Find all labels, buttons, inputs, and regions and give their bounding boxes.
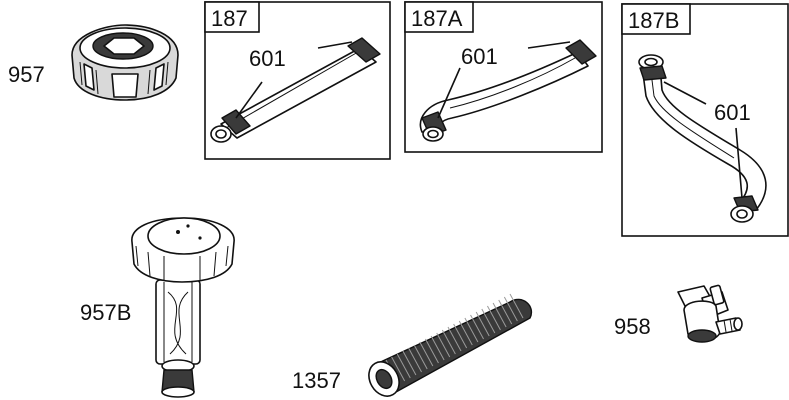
hose-rib	[498, 299, 513, 325]
hose-rib	[453, 323, 468, 349]
box-187a-clamp-label: 601	[461, 44, 498, 69]
box-187a-title: 187A	[411, 6, 463, 31]
hose-rib	[425, 338, 439, 364]
hose-rib	[396, 353, 411, 379]
hose-rib	[481, 308, 496, 334]
hose-rib	[408, 347, 422, 373]
hose-rib	[436, 332, 451, 358]
fuel-cap-957b	[131, 217, 235, 398]
label-958: 958	[614, 314, 651, 339]
hose-1357-ribs	[385, 293, 524, 385]
hose-rib	[470, 314, 484, 340]
box-187-title: 187	[211, 6, 248, 31]
hose-rib	[492, 302, 507, 328]
hose-rib	[464, 317, 479, 343]
box-187-clamp-label: 601	[249, 46, 286, 71]
hose-rib	[475, 311, 490, 337]
fuel-cap-957	[71, 24, 179, 101]
box-187b: 187B 601	[621, 3, 789, 237]
hose-rib	[413, 344, 428, 370]
hose-rib	[458, 320, 473, 346]
hose-rib	[447, 326, 462, 352]
label-957: 957	[8, 62, 45, 87]
hose-rib	[430, 335, 445, 361]
hose-rib	[441, 329, 456, 355]
shutoff-valve-958	[677, 284, 743, 343]
hose-rib	[402, 350, 417, 376]
hose-1357	[368, 293, 533, 397]
hose-rib	[509, 293, 524, 319]
hose-rib	[487, 305, 501, 331]
hose-rib	[391, 356, 406, 382]
box-187a: 187A 601	[404, 1, 603, 153]
label-957b: 957B	[80, 300, 131, 325]
label-1357: 1357	[292, 368, 341, 393]
box-187b-title: 187B	[628, 8, 679, 33]
hose-rib	[503, 296, 518, 322]
box-187b-clamp-label: 601	[714, 100, 751, 125]
hose-rib	[419, 341, 434, 367]
box-187: 187 601	[204, 1, 391, 160]
